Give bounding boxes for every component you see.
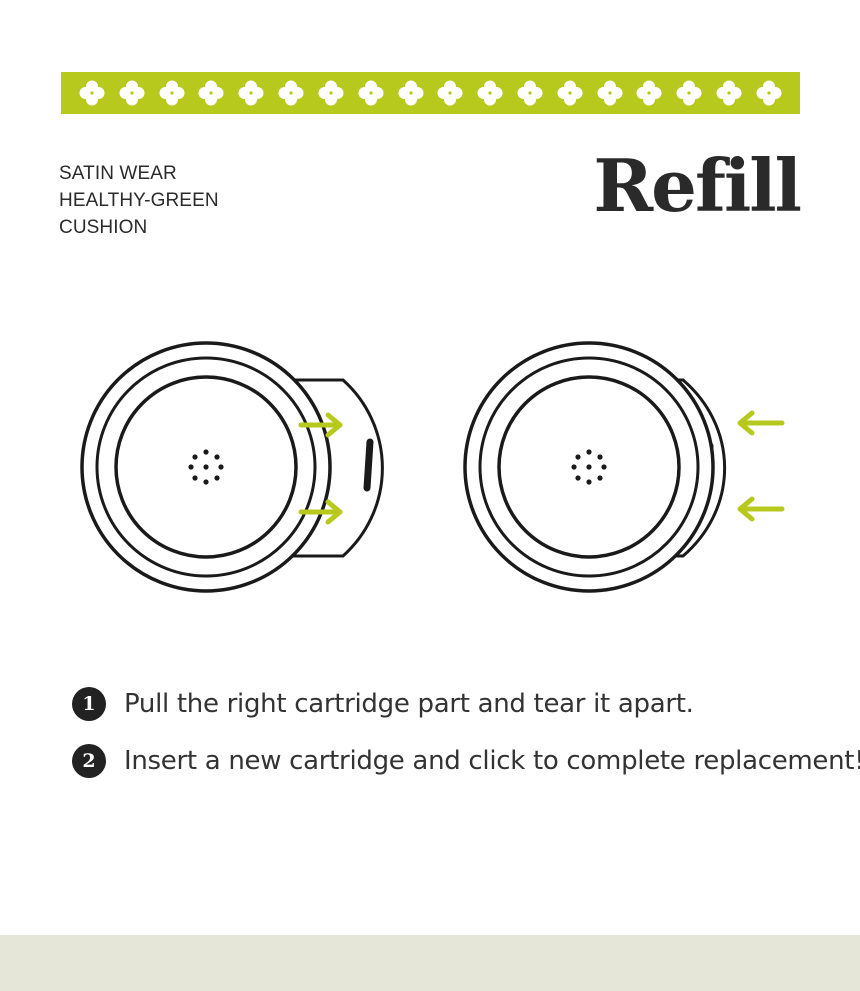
product-line-3: CUSHION — [59, 217, 148, 238]
clover-icon — [358, 80, 384, 106]
cartridge-grip — [363, 438, 374, 492]
cartridge-diagram — [80, 341, 785, 593]
compact-rim — [95, 356, 317, 578]
clover-icon — [756, 80, 782, 106]
vent-dots-icon — [571, 449, 607, 485]
clover-icon — [597, 80, 623, 106]
clover-icon — [716, 80, 742, 106]
clover-icon — [119, 80, 145, 106]
compact-puff-area — [114, 375, 298, 559]
arrow-left-icon — [737, 496, 785, 522]
arrow-right-icon — [298, 412, 343, 438]
compact-puff-area — [497, 375, 681, 559]
clover-icon — [398, 80, 423, 106]
clover-icon — [557, 80, 583, 106]
clover-icon — [79, 80, 105, 106]
compact-rim — [478, 356, 700, 578]
clover-icon — [517, 80, 543, 106]
refill-logo: Refill — [593, 143, 802, 228]
step-text: Pull the right cartridge part and tear i… — [124, 689, 694, 719]
clover-icon — [278, 80, 304, 106]
clover-icon — [238, 80, 264, 106]
step-2: 2 Insert a new cartridge and click to co… — [72, 739, 860, 783]
instruction-steps: 1 Pull the right cartridge part and tear… — [72, 682, 860, 796]
step-number-badge: 2 — [72, 744, 106, 778]
clover-icon — [318, 80, 344, 106]
clover-icon — [159, 80, 185, 106]
footer-band — [0, 935, 860, 991]
clover-banner — [61, 72, 800, 114]
vent-dots-icon — [188, 449, 224, 485]
step-number-badge: 1 — [72, 687, 106, 721]
clover-icon — [198, 80, 224, 106]
step-1: 1 Pull the right cartridge part and tear… — [72, 682, 860, 726]
product-line-1: SATIN WEAR — [59, 163, 177, 184]
product-name: SATIN WEAR HEALTHY-GREEN CUSHION — [59, 160, 219, 241]
compact-pull-out — [80, 341, 384, 593]
clover-icon — [437, 80, 463, 106]
clover-icon — [477, 80, 503, 106]
step-text: Insert a new cartridge and click to comp… — [124, 746, 860, 776]
clover-icon — [636, 80, 662, 106]
arrow-left-icon — [737, 410, 785, 436]
arrow-right-icon — [298, 499, 343, 525]
clover-icon — [676, 80, 702, 106]
compact-insert — [463, 341, 785, 593]
product-line-2: HEALTHY-GREEN — [59, 190, 219, 211]
